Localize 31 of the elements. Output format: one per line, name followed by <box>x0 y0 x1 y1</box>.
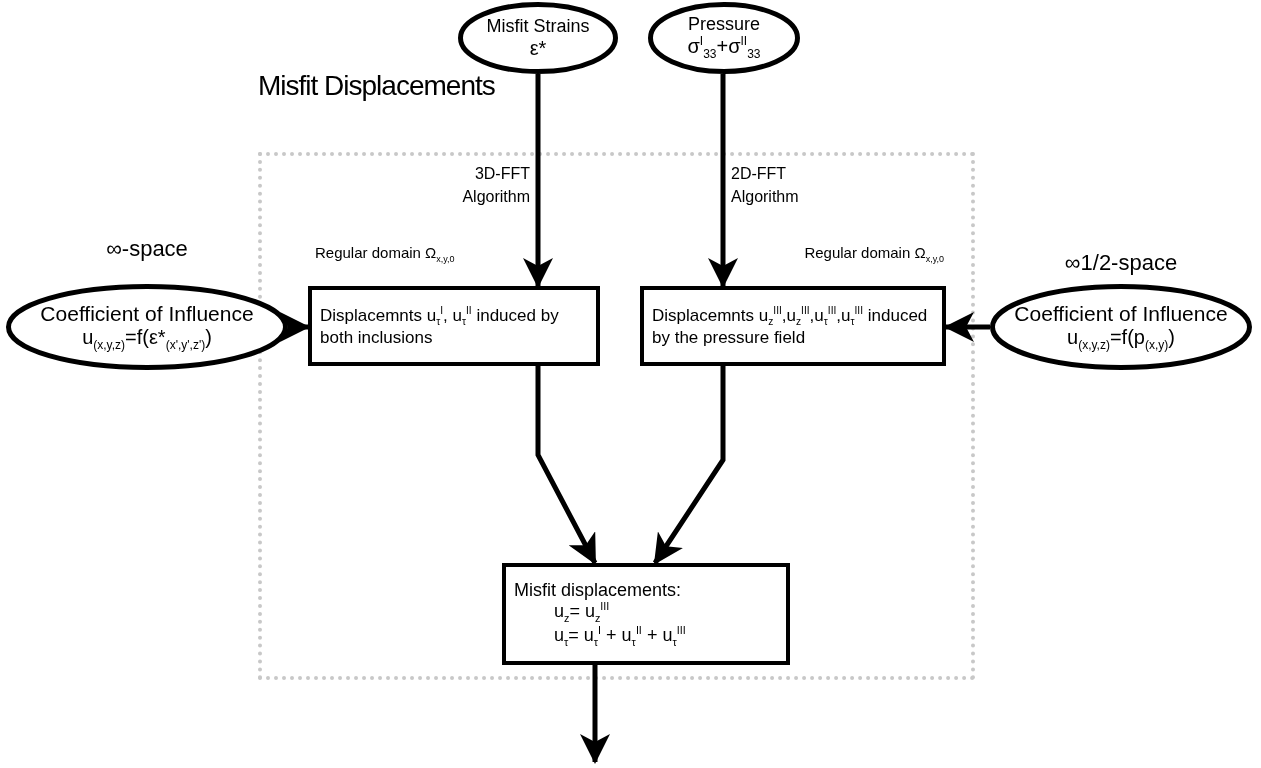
node-title: Pressure <box>688 14 760 35</box>
edge-label: 2D-FFT Algorithm <box>731 164 800 208</box>
arrow <box>580 665 610 764</box>
node-title: Coefficient of Influence <box>40 301 254 326</box>
edge-label: 3D-FFT Algorithm <box>461 164 530 208</box>
arrow <box>523 74 553 288</box>
node-title: Displacemnts u$_{τ}$$^{I}$, u$_{τ}$$^{II}$ induced by both inclusions <box>320 304 560 348</box>
formula-text: ε* <box>529 36 547 60</box>
node-caption: Regular domain Ω$_{x,y,0}$ <box>803 244 944 264</box>
arrow <box>652 366 726 565</box>
ellipse-node <box>6 284 288 370</box>
arrow <box>944 312 990 342</box>
ellipse-node <box>458 2 618 74</box>
node-title: Misfit Strains <box>486 16 590 37</box>
node-caption: ∞1/2-space <box>1063 250 1179 276</box>
group-heading: Misfit Displacements <box>258 70 495 102</box>
process-box <box>308 286 600 366</box>
node-title: Coefficient of Influence <box>1014 301 1228 326</box>
node-caption: ∞-space <box>105 236 189 262</box>
arrow <box>535 366 598 565</box>
node-title: Displacemnts u$_{z}$$^{III}$,u$_{z}$$^{III}$,u$_{τ}$$^{III}$,u$_{τ}$$^{III}$ induced by the pressure field <box>652 304 929 348</box>
arrow <box>708 74 738 288</box>
formula-text: u$_{(x,y,z)}$=f(ε*$_{(x',y',z')}$) <box>82 325 212 353</box>
arrow <box>280 312 310 342</box>
process-box <box>640 286 946 366</box>
ellipse-node <box>648 2 800 74</box>
node-title: Misfit displacements: <box>514 579 683 601</box>
formula-text: u$_{(x,y,z)}$=f(p$_{(x,y)}$) <box>1067 325 1175 353</box>
ellipse-node <box>990 284 1252 370</box>
node-caption: Regular domain Ω$_{x,y,0}$ <box>315 244 456 264</box>
process-box <box>502 563 790 665</box>
